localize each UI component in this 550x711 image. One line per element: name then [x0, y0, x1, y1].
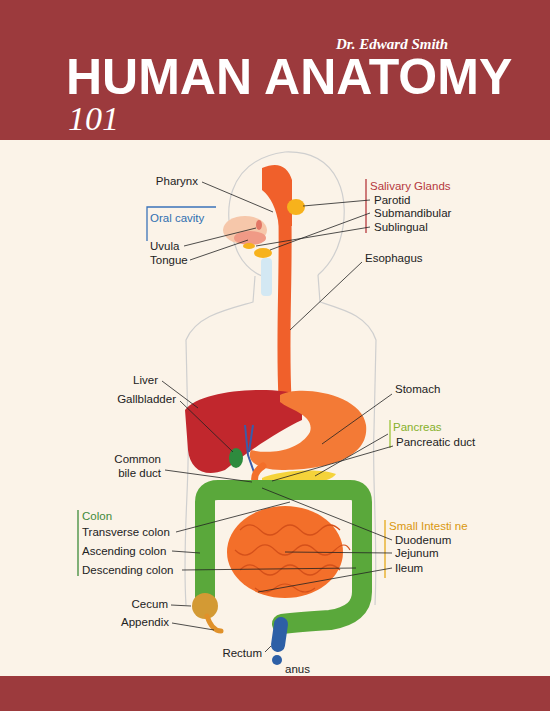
author-name: Dr. Edward Smith	[336, 35, 448, 53]
leader-line	[270, 213, 370, 250]
group-bracket	[365, 179, 366, 233]
parotid-gland	[287, 199, 305, 215]
uvula	[256, 220, 262, 230]
appendix	[207, 616, 221, 631]
leader-line	[290, 262, 362, 330]
leader-line	[172, 623, 214, 630]
group-label: Colon	[82, 509, 112, 523]
group-bracket	[77, 510, 78, 576]
intestine-fold	[240, 565, 340, 575]
leader-line	[256, 227, 370, 246]
leader-line	[315, 434, 388, 476]
hepatic-duct	[249, 425, 253, 452]
part-label: Common bile duct	[103, 452, 161, 480]
leader-line	[180, 401, 233, 452]
part-label: Descending colon	[82, 563, 173, 577]
part-label: Transverse colon	[82, 525, 170, 539]
leader-line	[176, 502, 290, 532]
part-label: Appendix	[121, 615, 169, 629]
intestine-fold	[240, 525, 340, 535]
footer-band	[0, 676, 550, 711]
group-label: Small Intesti ne	[389, 519, 468, 533]
leader-line	[272, 446, 393, 481]
part-label: anus	[285, 662, 310, 676]
intestine-folds	[235, 525, 350, 592]
part-label: Uvula	[150, 239, 179, 253]
intestine-fold	[235, 545, 350, 555]
oral-cavity	[223, 216, 267, 244]
part-label: Cecum	[132, 597, 168, 611]
leader-line	[184, 228, 256, 246]
leader-line	[262, 488, 392, 540]
trachea	[261, 258, 272, 296]
leader-line	[172, 551, 200, 553]
part-label: Ileum	[395, 561, 423, 575]
leader-line	[285, 552, 392, 553]
part-label: Stomach	[395, 382, 440, 396]
part-label: Submandibular	[374, 206, 451, 220]
anus	[272, 655, 282, 665]
leader-line	[202, 182, 273, 212]
part-label: Liver	[133, 373, 158, 387]
leader-line	[171, 605, 191, 606]
leader-line	[265, 646, 271, 652]
part-label: Pharynx	[156, 174, 198, 188]
part-label: Duodenum	[395, 533, 451, 547]
leader-line	[165, 470, 252, 482]
leader-lines	[162, 182, 393, 652]
group-label: Salivary Glands	[370, 179, 451, 193]
cover-title: HUMAN ANATOMY	[66, 52, 512, 102]
gallbladder	[229, 448, 243, 468]
group-bracket	[147, 207, 216, 241]
part-label: Parotid	[374, 193, 410, 207]
stomach	[250, 391, 366, 470]
part-label: Sublingual	[374, 220, 428, 234]
colon	[205, 490, 362, 624]
group-bracket	[389, 420, 390, 448]
leader-line	[322, 394, 392, 444]
part-label: Tongue	[150, 253, 188, 267]
leader-line	[182, 568, 356, 570]
leader-line	[258, 568, 392, 592]
group-label: Oral cavity	[150, 211, 204, 225]
esophagus	[284, 222, 285, 398]
submandibular-gland	[254, 248, 272, 258]
part-label: Ascending colon	[82, 544, 166, 558]
part-label: Rectum	[222, 646, 262, 660]
part-label: Jejunum	[395, 546, 438, 560]
group-label: Pancreas	[393, 420, 442, 434]
sublingual-gland	[243, 243, 255, 249]
part-label: Esophagus	[365, 251, 423, 265]
leader-line	[303, 200, 370, 206]
rectum	[278, 624, 281, 645]
leader-line	[190, 240, 248, 260]
part-label: Gallbladder	[117, 392, 176, 406]
header-band	[0, 0, 550, 140]
title-number: 101	[68, 98, 119, 139]
part-label: Pancreatic duct	[396, 435, 475, 449]
